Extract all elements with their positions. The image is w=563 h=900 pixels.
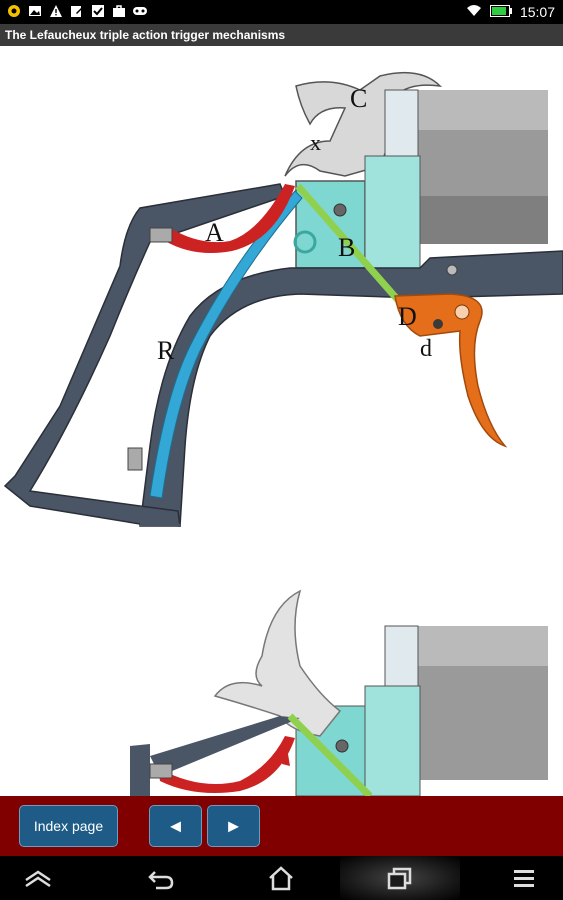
grip-lower-top: [150, 716, 300, 776]
trigger-pivot: [454, 304, 470, 320]
next-page-button[interactable]: ►: [207, 805, 260, 847]
cylinder-shade: [418, 196, 548, 244]
recent-apps-icon[interactable]: [376, 862, 424, 894]
label-d: d: [420, 336, 432, 362]
label-A: A: [205, 218, 224, 247]
label-R: R: [157, 336, 175, 365]
collapse-icon[interactable]: [14, 862, 62, 894]
image-icon: [27, 3, 42, 18]
label-D: D: [398, 302, 417, 331]
menu-icon[interactable]: [500, 862, 548, 894]
sear-spring-lower: [158, 736, 295, 794]
frame-screw: [446, 264, 458, 276]
trigger: [394, 293, 508, 448]
spring-screw-bottom: [127, 447, 143, 471]
hammer-pivot-lower: [335, 739, 349, 753]
label-B: B: [338, 233, 356, 262]
home-icon[interactable]: [257, 862, 305, 894]
briefcase-icon: [111, 3, 126, 18]
bottom-toolbar: Index page ◄ ►: [0, 796, 563, 856]
app-title: The Lefaucheux triple action trigger mec…: [0, 24, 563, 46]
hammer-arrow: [282, 736, 290, 766]
grip: [3, 183, 287, 527]
mainspring-R: [149, 190, 303, 499]
notification-icon: [6, 3, 21, 18]
grip-lower-side: [130, 744, 150, 796]
previous-page-button[interactable]: ◄: [149, 805, 202, 847]
label-x: x: [310, 130, 321, 155]
warning-icon: [48, 3, 63, 18]
bottom-mechanism: [130, 589, 548, 796]
label-C: C: [350, 84, 368, 113]
cylinder-highlight: [418, 90, 548, 130]
edit-icon: [69, 3, 84, 18]
diagram-area: C x A B R D d: [0, 46, 563, 796]
hammer-pivot: [333, 203, 347, 217]
side-plate-lower-upper: [364, 685, 421, 796]
battery-icon: [489, 4, 512, 20]
hammer: [284, 71, 443, 177]
cam-wheel: [293, 230, 317, 254]
top-mechanism: [3, 71, 563, 527]
gamepad-icon: [132, 3, 147, 18]
cylinder-lower-highlight: [418, 626, 548, 666]
connecting-bar-B: [295, 183, 408, 311]
wifi-icon: [466, 3, 482, 20]
status-time: 15:07: [519, 3, 555, 20]
index-page-button[interactable]: Index page: [19, 805, 118, 847]
connecting-bar-lower: [287, 713, 373, 796]
frame: [139, 250, 563, 527]
check-icon: [90, 3, 105, 18]
status-bar: 15:07: [0, 0, 563, 24]
hammer-raised: [213, 589, 342, 737]
grip-base: [140, 506, 180, 526]
sear-spring-A: [155, 184, 295, 254]
spring-screw-lower: [149, 763, 173, 779]
trigger-pawl: [433, 319, 443, 329]
back-icon[interactable]: [137, 862, 185, 894]
trigger-mechanism-diagram: [3, 71, 563, 796]
system-nav-bar: [0, 856, 563, 900]
side-plate-upper: [364, 155, 421, 269]
spring-screw-top: [149, 227, 173, 243]
